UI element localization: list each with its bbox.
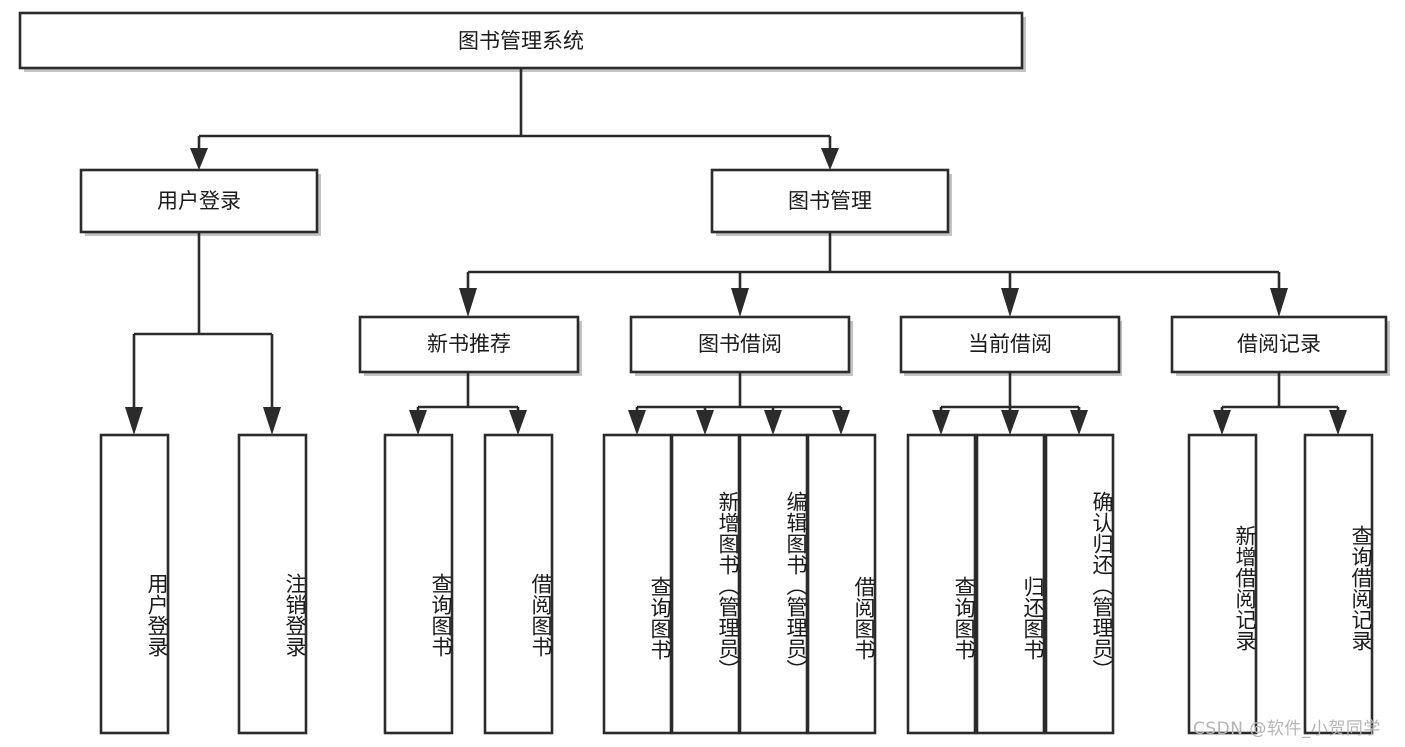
node-leaf-current-borrow-0[interactable] — [906, 433, 977, 735]
node-leaf-borrow-record-1[interactable] — [1303, 433, 1374, 735]
node-leaf-borrow-record-0[interactable] — [1187, 433, 1258, 735]
arrowhead-l2-1 — [821, 148, 839, 170]
arrow-heads — [125, 148, 1347, 435]
arrowhead-bookborrow-2 — [764, 410, 782, 435]
node-leaf-user-login-0[interactable] — [99, 433, 170, 735]
node-leaf-current-borrow-1[interactable] — [975, 433, 1046, 735]
node-boxes — [18, 11, 1388, 735]
node-leaf-book-borrow-3[interactable] — [806, 433, 877, 735]
arrowhead-borrowrecord-1 — [1329, 410, 1347, 435]
arrowhead-bookborrow-3 — [832, 410, 850, 435]
arrowhead-currentborrow-2 — [1070, 410, 1088, 435]
arrowhead-newbook-0 — [409, 410, 427, 435]
node-level2-user-login[interactable] — [79, 168, 319, 234]
arrowhead-bookborrow-0 — [628, 410, 646, 435]
node-labels: 图书管理系统 用户登录 图书管理 新书推荐 图书借阅 当前借阅 借阅记录 — [157, 29, 1321, 356]
node-leaf-book-borrow-0[interactable] — [602, 433, 673, 735]
arrowhead-l3-2 — [1001, 288, 1019, 317]
node-root[interactable] — [18, 11, 1024, 70]
arrowhead-newbook-1 — [509, 410, 527, 435]
node-leaf-book-borrow-1[interactable] — [670, 433, 741, 735]
arrowhead-l3-3 — [1270, 288, 1288, 317]
node-leaf-user-login-1[interactable] — [237, 433, 308, 735]
arrowhead-userlogin-1 — [263, 407, 281, 435]
node-leaf-new-book-1[interactable] — [483, 433, 554, 735]
arrowhead-l2-0 — [190, 148, 208, 170]
node-leaf-book-borrow-2[interactable] — [738, 433, 809, 735]
label-level3-new-book-recommend: 新书推荐 — [427, 332, 511, 356]
label-level2-book-management: 图书管理 — [788, 189, 872, 213]
node-leaf-new-book-0[interactable] — [383, 433, 454, 735]
label-root: 图书管理系统 — [458, 29, 584, 53]
arrowhead-currentborrow-1 — [1001, 410, 1019, 435]
node-level3-current-borrow[interactable] — [899, 315, 1121, 374]
arrowhead-userlogin-0 — [125, 407, 143, 435]
label-level3-borrow-record: 借阅记录 — [1237, 332, 1321, 356]
node-leaf-current-borrow-2[interactable] — [1044, 433, 1115, 735]
label-level2-user-login: 用户登录 — [157, 189, 241, 213]
arrowhead-borrowrecord-0 — [1213, 410, 1231, 435]
arrowhead-currentborrow-0 — [932, 410, 950, 435]
node-level3-new-book-recommend[interactable] — [358, 315, 580, 374]
label-level3-book-borrow: 图书借阅 — [698, 332, 782, 356]
node-level2-book-management[interactable] — [710, 168, 950, 234]
node-level3-book-borrow[interactable] — [629, 315, 851, 374]
node-level3-borrow-record[interactable] — [1170, 315, 1388, 374]
arrowhead-l3-1 — [731, 288, 749, 317]
watermark-text: CSDN @软件_小贺同学 — [1193, 719, 1381, 739]
label-level3-current-borrow: 当前借阅 — [968, 332, 1052, 356]
arrowhead-l3-0 — [459, 288, 477, 317]
connector-lines — [132, 68, 1340, 414]
arrowhead-bookborrow-1 — [696, 410, 714, 435]
